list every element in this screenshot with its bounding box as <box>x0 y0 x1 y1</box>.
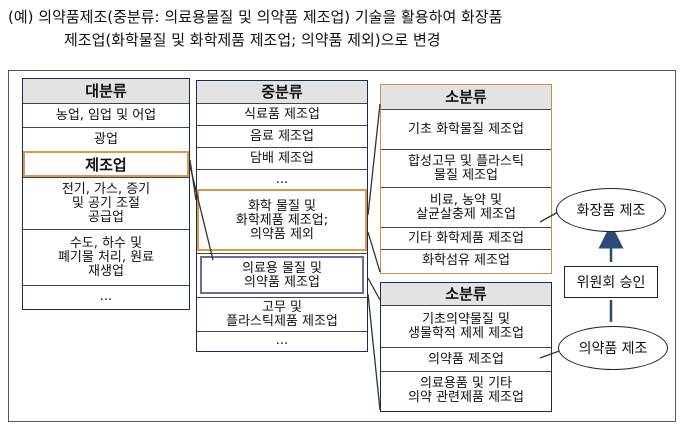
minor-top-item-chemical-fiber: 화학섬유 제조업 <box>381 249 551 272</box>
major-item-manufacturing: 제조업 <box>23 151 189 177</box>
major-item-more: ... <box>23 285 189 308</box>
minor-bottom-column: 소분류 기초의약물질 및 생물학적 제제 제조업 의약품 제조업 의료용품 및 … <box>380 282 552 412</box>
middle-header: 중분류 <box>197 81 367 103</box>
minor-top-column: 소분류 기초 화학물질 제조업 합성고무 및 플라스틱 물질 제조업 비료, 농… <box>380 84 552 274</box>
minor-top-item-fertilizer: 비료, 농약 및 살균살충제 제조업 <box>381 187 551 227</box>
line-pharma-to-minor-bottom <box>367 277 381 301</box>
middle-item-pharmaceuticals: 의료용 물질 및 의약품 제조업 <box>197 253 367 297</box>
major-column: 대분류 농업, 임업 및 어업 광업 제조업 전기, 가스, 증기 및 공기 조… <box>22 78 190 310</box>
minor-top-item-synthetic-rubber: 합성고무 및 플라스틱 물질 제조업 <box>381 149 551 187</box>
minor-bottom-item-pharmaceuticals: 의약품 제조업 <box>381 347 551 371</box>
diagram-frame <box>8 70 676 422</box>
line-manufacturing-to-pharma <box>189 165 214 261</box>
line-chemicals-to-minor-top <box>367 103 381 216</box>
major-item-electricity: 전기, 가스, 증기 및 공기 조절 공급업 <box>23 177 189 229</box>
major-item-agriculture: 농업, 임업 및 어업 <box>23 103 189 127</box>
minor-top-item-other-chemicals: 기타 화학제품 제조업 <box>381 227 551 249</box>
caption: (예) 의약품제조(중분류: 의료용물질 및 의약품 제조업) 기술을 활용하여… <box>8 6 672 52</box>
line-cosmetics-to-fertilizer <box>539 211 559 223</box>
major-item-water: 수도, 하수 및 폐기물 처리, 원료 재생업 <box>23 229 189 285</box>
middle-item-tobacco: 담배 제조업 <box>197 147 367 169</box>
middle-item-food: 식료품 제조업 <box>197 103 367 125</box>
middle-item-chemicals: 화학 물질 및 화학제품 제조업; 의약품 제외 <box>197 189 367 251</box>
major-item-mining: 광업 <box>23 127 189 151</box>
middle-item-beverage: 음료 제조업 <box>197 125 367 147</box>
middle-item-rubber: 고무 및 플라스틱제품 제조업 <box>197 297 367 331</box>
line-chemicals-to-minor-top-bottom <box>367 231 381 273</box>
minor-top-header: 소분류 <box>381 85 551 109</box>
committee-approval-node: 위원회 승인 <box>564 266 658 298</box>
middle-item-more-2: ... <box>197 331 367 350</box>
minor-bottom-item-biologics: 기초의약물질 및 생물학적 제제 제조업 <box>381 305 551 347</box>
major-header: 대분류 <box>23 79 189 103</box>
minor-bottom-header: 소분류 <box>381 283 551 305</box>
cosmetics-manufacturing-node: 화장품 제조 <box>556 188 666 232</box>
caption-line-2: 제조업(화학물질 및 화학제품 제조업; 의약품 제외)으로 변경 <box>64 31 441 49</box>
minor-bottom-item-medical-supplies: 의료용품 및 기타 의약 관련제품 제조업 <box>381 371 551 410</box>
minor-top-item-basic-chemicals: 기초 화학물질 제조업 <box>381 109 551 149</box>
middle-item-more-1: ... <box>197 169 367 189</box>
line-pharma-to-minor-bottom-end <box>367 293 381 411</box>
pharma-manufacturing-node: 의약품 제조 <box>558 326 668 370</box>
middle-column: 중분류 식료품 제조업 음료 제조업 담배 제조업 ... 화학 물질 및 화학… <box>196 80 368 352</box>
caption-line-1: (예) 의약품제조(중분류: 의료용물질 및 의약품 제조업) 기술을 활용하여… <box>8 8 503 26</box>
